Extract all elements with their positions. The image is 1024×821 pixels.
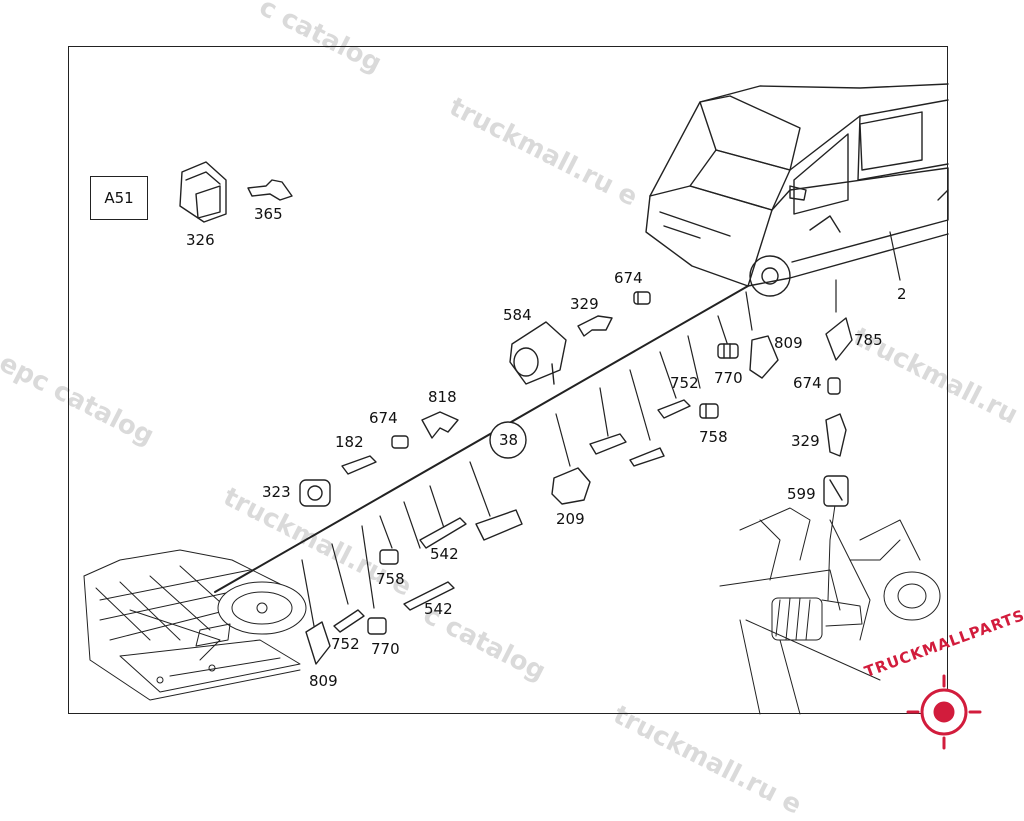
part-326-connector-housing	[179, 161, 227, 223]
part-label-365[interactable]: 365	[254, 205, 283, 223]
part-label-182[interactable]: 182	[335, 433, 364, 451]
part-209-connector	[551, 467, 591, 505]
part-label-758[interactable]: 758	[699, 428, 728, 446]
hub-label: 38	[499, 431, 519, 449]
part-758-seal-a	[699, 403, 719, 419]
part-label-323[interactable]: 323	[262, 483, 291, 501]
part-542-terminal-b	[403, 581, 455, 611]
part-674-plug-c	[391, 435, 409, 449]
part-770-seal-a	[717, 343, 739, 359]
part-label-674[interactable]: 674	[369, 409, 398, 427]
part-label-542[interactable]: 542	[424, 600, 453, 618]
part-label-329[interactable]: 329	[791, 432, 820, 450]
part-label-542[interactable]: 542	[430, 545, 459, 563]
part-label-326[interactable]: 326	[186, 231, 215, 249]
engine-detail-illustration	[719, 497, 941, 715]
part-542-terminal-a	[419, 517, 467, 549]
group-code-box: A51	[90, 176, 148, 220]
part-329-terminal-b	[825, 413, 847, 457]
part-785-bulb	[825, 317, 853, 361]
part-label-752[interactable]: 752	[670, 374, 699, 392]
part-584-connector	[509, 321, 567, 385]
part-label-770[interactable]: 770	[714, 369, 743, 387]
part-cap	[475, 509, 523, 541]
part-809-grommet-b	[305, 621, 331, 665]
van-illustration	[645, 83, 949, 297]
part-365-terminal	[247, 179, 293, 201]
part-674-plug-a	[633, 291, 651, 305]
truckmallparts-logo	[906, 674, 982, 750]
part-818-elbow	[421, 411, 459, 439]
part-label-809[interactable]: 809	[774, 334, 803, 352]
engine-bay-illustration	[83, 549, 307, 701]
diagram-frame	[68, 46, 948, 714]
hub-circle	[489, 421, 527, 459]
part-terminal-strip	[589, 433, 665, 467]
part-label-818[interactable]: 818	[428, 388, 457, 406]
part-599-connector	[823, 475, 849, 507]
group-code: A51	[104, 189, 134, 207]
part-758-seal-b	[379, 549, 399, 565]
part-label-758[interactable]: 758	[376, 570, 405, 588]
part-323-connector	[299, 479, 331, 507]
part-752-pin-b	[333, 609, 365, 633]
part-label-2[interactable]: 2	[897, 285, 907, 303]
part-182-terminal	[341, 455, 377, 475]
parts-illustration	[83, 83, 982, 750]
part-809-grommet-a	[749, 335, 779, 379]
part-label-674[interactable]: 674	[793, 374, 822, 392]
part-label-785[interactable]: 785	[854, 331, 883, 349]
part-label-599[interactable]: 599	[787, 485, 816, 503]
part-label-674[interactable]: 674	[614, 269, 643, 287]
part-674-plug-b	[827, 377, 841, 395]
part-770-seal-b	[367, 617, 387, 635]
part-752-pin-a	[657, 399, 691, 419]
part-label-209[interactable]: 209	[556, 510, 585, 528]
part-label-770[interactable]: 770	[371, 640, 400, 658]
part-label-584[interactable]: 584	[503, 306, 532, 324]
part-329-terminal-a	[577, 315, 613, 337]
harness-main-line	[214, 285, 749, 593]
part-label-329[interactable]: 329	[570, 295, 599, 313]
part-label-752[interactable]: 752	[331, 635, 360, 653]
leader-lines	[301, 231, 901, 627]
part-label-809[interactable]: 809	[309, 672, 338, 690]
